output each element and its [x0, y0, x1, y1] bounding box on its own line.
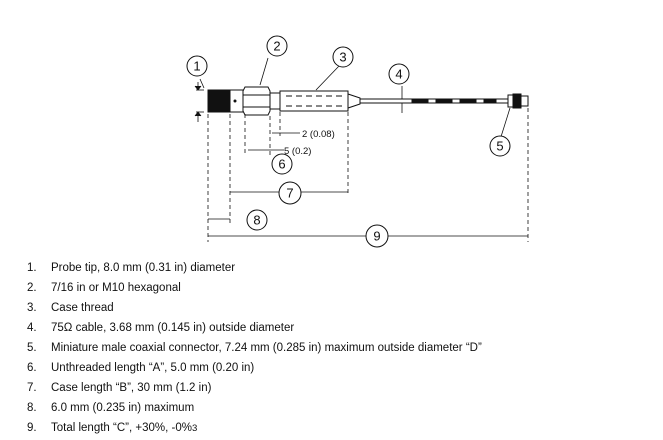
footnote-superscript: 3	[191, 422, 198, 434]
callout-8: 8	[246, 209, 268, 231]
svg-text:3: 3	[339, 50, 346, 65]
probe-dimension-drawing: 2 (0.08) 5 (0.2) 1 2 3 4 5 6 7 8 9	[186, 35, 529, 248]
probe-tip	[207, 89, 246, 113]
cable	[360, 98, 508, 104]
legend-item: 8.6.0 mm (0.235 in) maximum	[27, 402, 195, 414]
svg-text:8: 8	[253, 213, 260, 228]
svg-text:7: 7	[286, 186, 293, 201]
legend-item: 9.Total length “C”, +30%, -0%3	[27, 422, 198, 434]
legend-item: 4.75Ω cable, 3.68 mm (0.145 in) outside …	[27, 322, 295, 334]
dim-2mm-label: 2 (0.08)	[302, 129, 335, 140]
legend-item: 2.7/16 in or M10 hexagonal	[27, 282, 181, 294]
callout-1: 1	[186, 55, 208, 77]
dimension-lines	[194, 57, 529, 242]
callout-9: 9	[365, 224, 389, 248]
legend-item: 5.Miniature male coaxial connector, 7.24…	[27, 342, 482, 354]
callout-2: 2	[266, 35, 288, 57]
legend-item: 1.Probe tip, 8.0 mm (0.31 in) diameter	[27, 262, 236, 274]
svg-text:6: 6	[278, 157, 285, 172]
legend-item: 6.Unthreaded length “A”, 5.0 mm (0.20 in…	[27, 362, 255, 374]
callout-4: 4	[388, 63, 410, 85]
svg-text:9: 9	[373, 229, 380, 244]
coaxial-connector	[507, 93, 529, 109]
svg-text:2: 2	[273, 39, 280, 54]
case-thread	[269, 90, 361, 112]
callout-7: 7	[278, 181, 302, 205]
callout-6: 6	[271, 153, 293, 175]
legend-item: 7.Case length “B”, 30 mm (1.2 in)	[27, 382, 212, 394]
svg-text:4: 4	[395, 67, 402, 82]
legend-item: 3.Case thread	[27, 302, 114, 314]
svg-text:5: 5	[496, 139, 503, 154]
svg-text:1: 1	[193, 59, 200, 74]
dim-5mm-label: 5 (0.2)	[284, 146, 311, 157]
callout-5: 5	[489, 135, 511, 157]
legend-list: 1.Probe tip, 8.0 mm (0.31 in) diameter 2…	[27, 258, 482, 438]
hex-nut	[242, 86, 271, 116]
callout-3: 3	[332, 46, 354, 68]
